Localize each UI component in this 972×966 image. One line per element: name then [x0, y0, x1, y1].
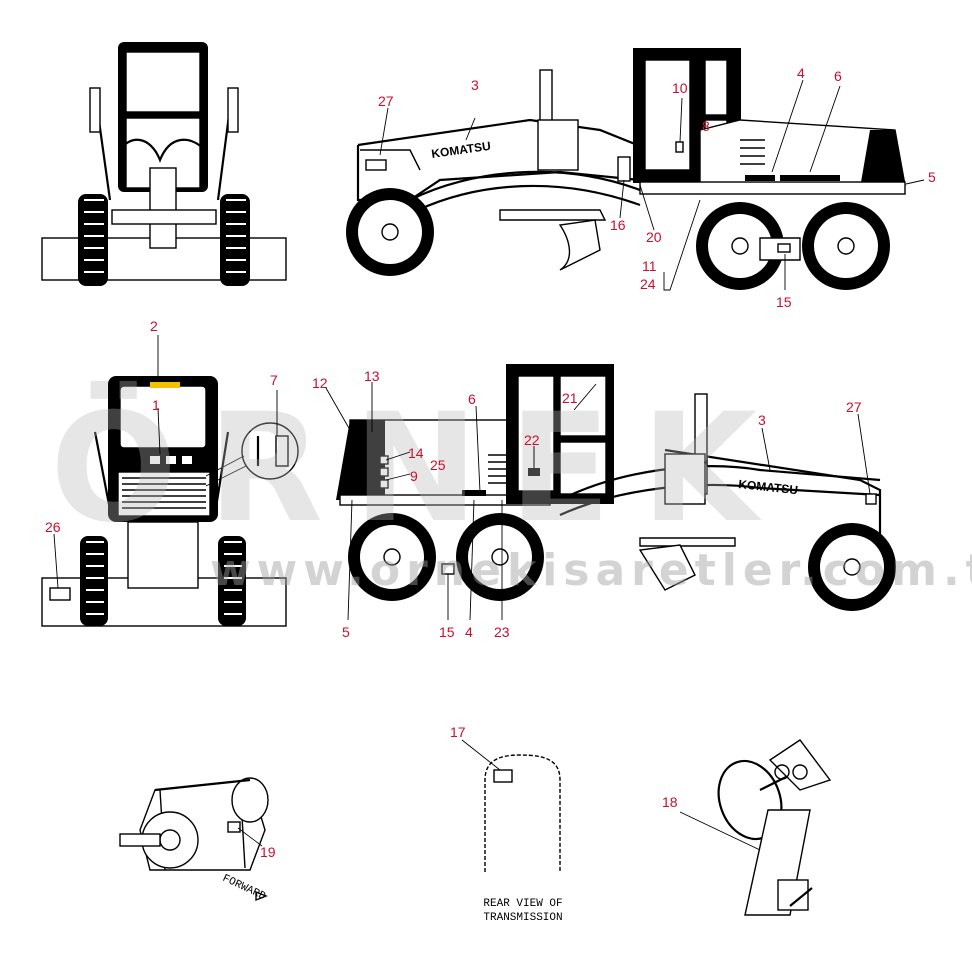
callout-11: 11 — [642, 258, 657, 274]
callout-12: 12 — [312, 375, 328, 391]
callout-14: 14 — [408, 445, 424, 461]
side-view-front-wheel — [346, 188, 434, 276]
watermark-large-text: ÖRNEK — [50, 380, 787, 556]
front-view-left-tire — [78, 194, 108, 286]
decal-detail-bubble — [241, 422, 299, 480]
side-view-right: KOMATSU — [336, 364, 896, 611]
decal-16 — [617, 156, 631, 182]
side-view-right-wheel-2 — [456, 513, 544, 601]
callout-6-bottom: 6 — [468, 391, 476, 407]
decal-10 — [675, 141, 684, 153]
callout-17: 17 — [450, 724, 466, 740]
callout-5-bottom: 5 — [342, 624, 350, 640]
watermark-url-text: www.ornekisaretler.com.tr — [210, 545, 972, 596]
front-view-right-tire — [220, 194, 250, 286]
callout-21: 21 — [562, 390, 578, 406]
decal-19 — [227, 821, 241, 833]
callout-9: 9 — [410, 468, 418, 484]
leader-lines — [53, 79, 925, 851]
callout-16: 16 — [610, 217, 626, 233]
callout-2: 2 — [150, 318, 158, 334]
component-17-transmission: REAR VIEW OF TRANSMISSION — [483, 754, 563, 924]
rear-view — [41, 376, 299, 627]
callout-5-top: 5 — [928, 169, 936, 185]
callout-25: 25 — [430, 457, 446, 473]
callout-22: 22 — [524, 432, 540, 448]
callout-20: 20 — [646, 229, 662, 245]
callout-3-top: 3 — [471, 77, 479, 93]
decal-27-bottom — [865, 493, 877, 505]
decal-17 — [493, 769, 513, 783]
callout-24: 24 — [640, 276, 656, 292]
component-18-steering-column — [717, 739, 832, 916]
side-view-left: KOMATSU — [346, 48, 906, 290]
callout-26: 26 — [45, 519, 61, 535]
callout-4-bottom: 4 — [465, 624, 473, 640]
brand-label-bottom: KOMATSU — [738, 477, 799, 497]
callout-19: 19 — [260, 844, 276, 860]
callout-8: 8 — [702, 118, 710, 134]
callout-15-top: 15 — [776, 294, 792, 310]
callout-23: 23 — [494, 624, 510, 640]
watermark: ÖRNEK www.ornekisaretler.com.tr — [50, 380, 972, 596]
decal-27-top — [365, 159, 387, 171]
decal-7 — [275, 435, 289, 467]
brand-label-top: KOMATSU — [430, 139, 491, 161]
callout-13: 13 — [364, 368, 380, 384]
decal-2 — [150, 382, 180, 388]
transmission-caption-line1: REAR VIEW OF — [483, 898, 562, 910]
front-view-top — [41, 42, 287, 286]
callout-4-top: 4 — [797, 65, 805, 81]
side-view-right-blade — [638, 544, 696, 591]
component-19-motor: FORWARD — [119, 777, 269, 903]
side-view-blade — [558, 219, 601, 271]
callout-27-bottom: 27 — [846, 399, 862, 415]
callout-3-bottom: 3 — [758, 412, 766, 428]
decal-15-top — [777, 243, 791, 253]
side-view-rear-wheel-2 — [802, 202, 890, 290]
callout-6-top: 6 — [834, 68, 842, 84]
side-view-right-wheel-1 — [348, 513, 436, 601]
callout-18: 18 — [662, 794, 678, 810]
callout-7: 7 — [270, 372, 278, 388]
callout-1: 1 — [152, 397, 160, 413]
decal-22 — [528, 468, 540, 476]
side-view-rear-wheel-1 — [696, 202, 784, 290]
rear-view-left-tire — [80, 536, 108, 626]
callout-15-bottom: 15 — [439, 624, 455, 640]
rear-view-right-tire — [218, 536, 246, 626]
callout-10: 10 — [672, 80, 688, 96]
transmission-caption-line2: TRANSMISSION — [483, 912, 562, 924]
decal-26 — [49, 587, 71, 601]
callout-27-top: 27 — [378, 93, 394, 109]
side-view-right-front-wheel — [808, 523, 896, 611]
callout-numbers: 27 3 10 4 6 8 5 16 20 11 24 15 2 1 7 26 … — [45, 65, 936, 860]
